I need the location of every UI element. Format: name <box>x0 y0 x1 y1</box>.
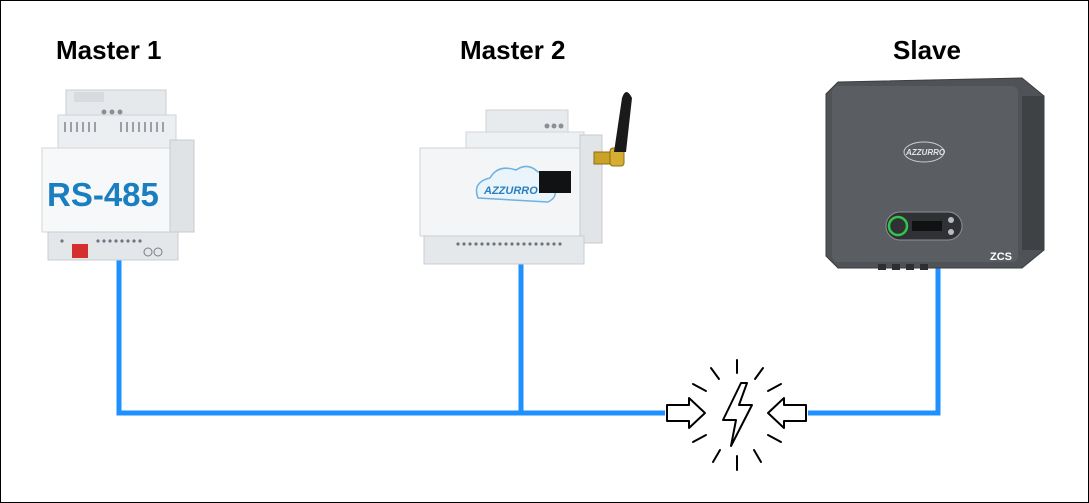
slave-device: AZZURRO ZCS <box>825 77 1045 270</box>
master1-label: Master 1 <box>56 35 162 65</box>
slave-brand: ZCS <box>990 251 1012 263</box>
arrow-right-icon <box>767 397 807 429</box>
bus-line-master1 <box>116 258 665 416</box>
slave-label: Slave <box>893 35 961 65</box>
antenna-icon <box>593 92 632 167</box>
bus-conflict-symbol <box>666 359 807 471</box>
master1-print: RS-485 <box>47 176 159 213</box>
master2-device: AZZURRO <box>419 92 632 265</box>
master2-label: Master 2 <box>460 35 566 65</box>
arrow-left-icon <box>666 397 706 429</box>
slave-logo: AZZURRO <box>905 148 946 157</box>
master2-logo: AZZURRO <box>483 185 538 197</box>
bus-line-slave <box>808 268 941 416</box>
slave-logo-icon <box>903 141 945 163</box>
rs485-bus <box>116 252 941 416</box>
lightning-bolt-icon <box>722 382 753 447</box>
master1-device: RS-485 <box>41 89 195 261</box>
red-connector-icon <box>72 244 88 258</box>
spark-rays <box>692 359 782 471</box>
